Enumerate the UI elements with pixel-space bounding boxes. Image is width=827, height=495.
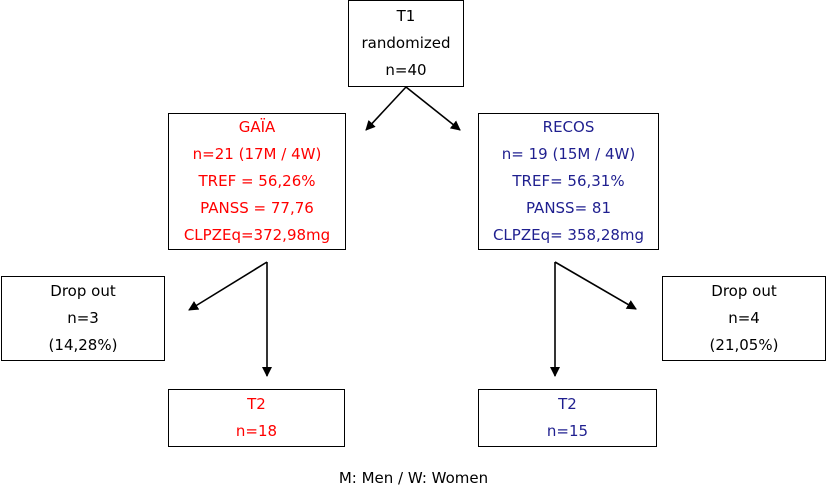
t2-left-box: T2 n=18 <box>168 389 345 447</box>
legend-footnote: M: Men / W: Women <box>338 469 489 487</box>
dropout-left-percent: (14,28%) <box>48 336 118 354</box>
recos-clpz: CLPZEq= 358,28mg <box>492 226 645 244</box>
gaia-name: GAÏA <box>238 118 276 136</box>
t2-right-box: T2 n=15 <box>478 389 657 447</box>
dropout-left-label: Drop out <box>50 282 116 300</box>
arrow-recos-to-dropout <box>554 261 637 310</box>
gaia-group-box: GAÏA n=21 (17M / 4W) TREF = 56,26% PANSS… <box>168 113 346 250</box>
recos-panss: PANSS= 81 <box>525 199 612 217</box>
gaia-clpz: CLPZEq=372,98mg <box>183 226 331 244</box>
t2-left-count: n=18 <box>235 422 278 440</box>
t1-title: T1 <box>396 7 416 25</box>
t1-count: n=40 <box>385 61 427 79</box>
t2-left-title: T2 <box>247 395 266 413</box>
gaia-panss: PANSS = 77,76 <box>200 199 314 217</box>
gaia-tref: TREF = 56,26% <box>198 172 316 190</box>
dropout-right-label: Drop out <box>711 282 777 300</box>
arrow-gaia-to-dropout <box>188 261 268 311</box>
recos-tref: TREF= 56,31% <box>512 172 625 190</box>
t2-right-count: n=15 <box>546 422 589 440</box>
gaia-count: n=21 (17M / 4W) <box>192 145 322 163</box>
dropout-left-box: Drop out n=3 (14,28%) <box>1 276 165 361</box>
recos-group-box: RECOS n= 19 (15M / 4W) TREF= 56,31% PANS… <box>478 113 659 250</box>
recos-name: RECOS <box>542 118 595 136</box>
t1-status: randomized <box>361 34 451 52</box>
dropout-left-count: n=3 <box>67 309 99 327</box>
arrow-t1-to-gaia <box>365 86 407 131</box>
t1-randomized-box: T1 randomized n=40 <box>348 0 464 87</box>
dropout-right-box: Drop out n=4 (21,05%) <box>662 276 826 361</box>
t2-right-title: T2 <box>558 395 577 413</box>
recos-count: n= 19 (15M / 4W) <box>501 145 636 163</box>
dropout-right-percent: (21,05%) <box>709 336 779 354</box>
arrow-t1-to-recos <box>405 86 461 131</box>
dropout-right-count: n=4 <box>728 309 760 327</box>
